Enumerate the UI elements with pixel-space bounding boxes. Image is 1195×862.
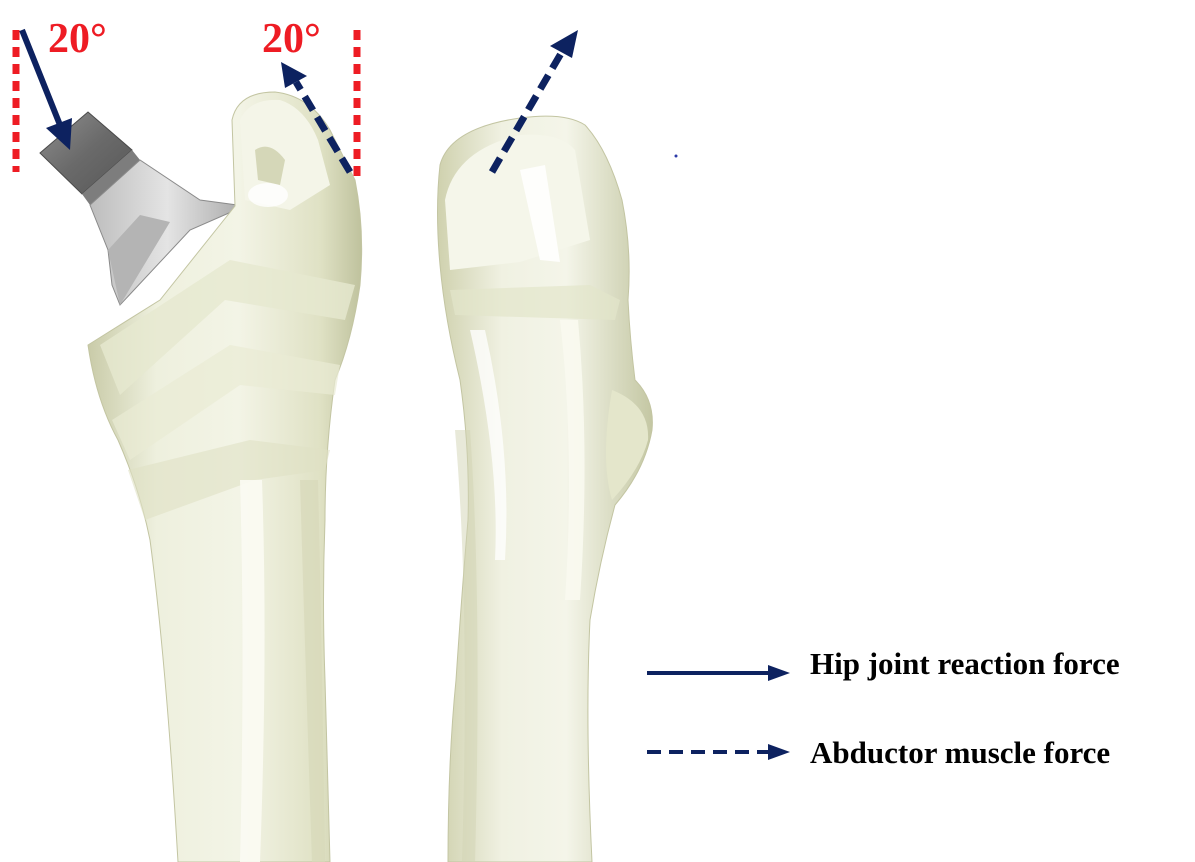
stray-dot [675,155,678,158]
legend-hip-label: Hip joint reaction force [810,646,1120,681]
right-femur [438,116,653,862]
left-angle-label: 20° [48,16,107,62]
legend-item-hip: Hip joint reaction force [647,646,1120,681]
right-angle-label: 20° [262,16,321,62]
legend-item-abductor: Abductor muscle force [647,735,1110,770]
legend-abductor-label: Abductor muscle force [810,735,1110,770]
left-femur-with-implant [40,92,362,862]
legend: Hip joint reaction force Abductor muscle… [647,646,1120,770]
